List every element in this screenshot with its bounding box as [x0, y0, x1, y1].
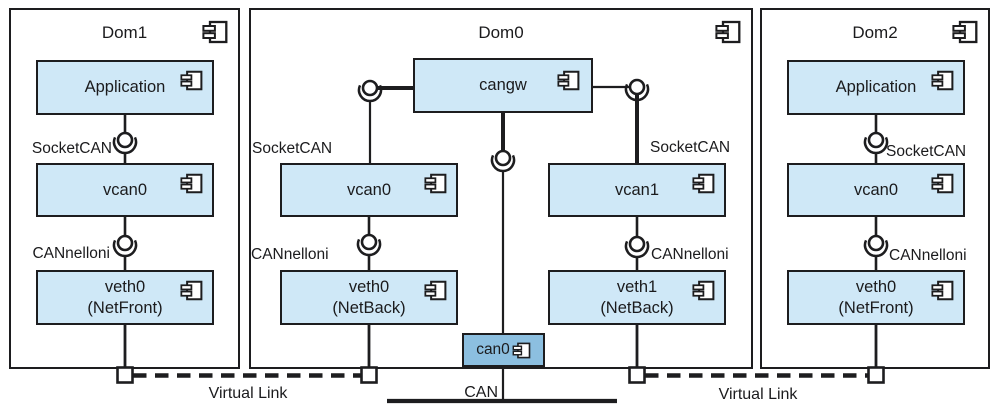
component-dom1-veth0: veth0 (NetFront)	[36, 270, 214, 325]
component-label: can0	[476, 341, 510, 358]
component-label: vcan0	[102, 180, 148, 199]
domain-title: Dom1	[101, 23, 148, 42]
can-bus-label: CAN	[464, 384, 498, 401]
interface-label-cannelloni: CANnelloni	[32, 245, 110, 262]
component-icon	[512, 342, 531, 358]
component-label: veth0	[104, 277, 146, 296]
component-label: vcan0	[346, 180, 392, 199]
interface-label-cannelloni: CANnelloni	[651, 246, 729, 263]
component-sublabel: (NetBack)	[332, 298, 406, 317]
port-icon	[628, 366, 646, 384]
domain-title: Dom0	[478, 23, 524, 42]
component-dom2-veth0: veth0 (NetFront)	[787, 270, 965, 325]
interface-label-socketcan: SocketCAN	[650, 139, 731, 156]
port-icon	[116, 366, 134, 384]
component-label: veth0	[855, 277, 897, 296]
component-label: vcan0	[853, 180, 899, 199]
component-dom0-vcan1: vcan1	[548, 163, 726, 217]
component-dom1-application: Application	[36, 60, 214, 115]
interface-label-socketcan: SocketCAN	[252, 140, 333, 157]
port-icon	[360, 366, 378, 384]
interface-label-socketcan: SocketCAN	[31, 140, 112, 157]
virtual-link-label: Virtual Link	[718, 386, 798, 403]
component-label: Application	[84, 78, 166, 96]
component-sublabel: (NetBack)	[600, 298, 674, 317]
component-dom0-can0: can0	[462, 333, 545, 367]
interface-label-cannelloni: CANnelloni	[251, 246, 329, 263]
component-dom0-vcan0: vcan0	[280, 163, 458, 217]
component-dom0-cangw: cangw	[413, 58, 593, 113]
component-dom0-veth1-netback: veth1 (NetBack)	[548, 270, 726, 325]
component-label: Application	[835, 78, 917, 96]
component-dom1-vcan0: vcan0	[36, 163, 214, 217]
component-label: veth1	[616, 277, 658, 296]
component-dom0-veth0-netback: veth0 (NetBack)	[280, 270, 458, 325]
component-dom2-application: Application	[787, 60, 965, 115]
component-label: cangw	[479, 76, 527, 94]
component-sublabel: (NetFront)	[838, 298, 914, 317]
interface-label-cannelloni: CANnelloni	[889, 247, 967, 264]
virtual-link-label: Virtual Link	[208, 385, 288, 402]
component-sublabel: (NetFront)	[87, 298, 163, 317]
component-label: vcan1	[614, 180, 660, 199]
component-label: veth0	[348, 277, 390, 296]
interface-label-socketcan: SocketCAN	[886, 143, 967, 160]
domain-title: Dom2	[852, 23, 898, 42]
domain-dom0: Dom0	[249, 8, 753, 369]
port-icon	[867, 366, 885, 384]
component-dom2-vcan0: vcan0	[787, 163, 965, 217]
